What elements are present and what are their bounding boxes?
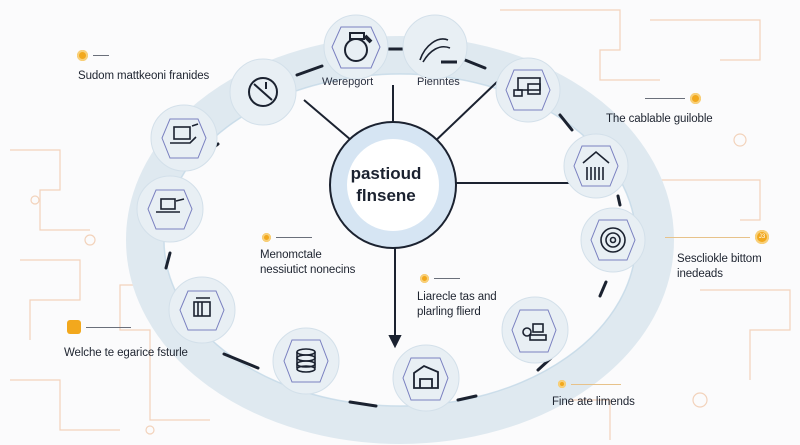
background-sketches bbox=[10, 9, 791, 440]
ring-nodes bbox=[136, 14, 646, 412]
target-gear-icon bbox=[600, 227, 626, 253]
callout-right-upper: The cablable guiloble bbox=[606, 113, 713, 125]
callout-line: Sescliokle bittom bbox=[677, 253, 762, 265]
ring-node[interactable] bbox=[580, 207, 646, 273]
callout-marker-top-left bbox=[77, 50, 109, 61]
ring-node[interactable] bbox=[136, 175, 204, 243]
ring-dot-icon bbox=[77, 50, 88, 61]
monitor-panel-icon bbox=[513, 77, 541, 97]
callout-marker-center-right bbox=[420, 274, 460, 283]
hub-inner bbox=[347, 139, 439, 231]
database-stack-icon bbox=[296, 348, 316, 373]
gear-icon bbox=[67, 320, 81, 334]
callout-rule bbox=[276, 237, 312, 238]
callout-center-left: Menomctale nessiutict nonecins bbox=[260, 248, 355, 278]
ring-node[interactable] bbox=[150, 104, 218, 172]
callout-rule bbox=[434, 278, 460, 279]
ring-node[interactable] bbox=[323, 14, 389, 80]
callout-right-mid: Sescliokle bittom inedeads bbox=[677, 252, 762, 282]
laptop-hand-icon bbox=[156, 198, 185, 213]
callout-rule bbox=[645, 98, 685, 99]
ring-node[interactable] bbox=[501, 296, 569, 364]
ring-node[interactable] bbox=[495, 57, 561, 123]
node-caption-pienntes: Pienntes bbox=[417, 76, 460, 88]
callout-rule bbox=[571, 383, 621, 385]
computer-desk-icon bbox=[170, 123, 199, 144]
callout-marker-bottom-right bbox=[558, 380, 621, 388]
callout-line: Liarecle tas and bbox=[417, 291, 497, 303]
ring-dot-icon bbox=[420, 274, 429, 283]
callout-top-left: Sudom mattkeoni franides bbox=[78, 70, 210, 82]
node-caption-werepgort: Werepgort bbox=[322, 76, 374, 88]
ring-dot-icon bbox=[558, 380, 566, 388]
wave-brush-icon bbox=[419, 38, 457, 64]
device-cluster-icon bbox=[522, 323, 547, 341]
callout-bottom-right: Fine ate limends bbox=[552, 396, 635, 408]
callout-marker-center-left bbox=[262, 233, 312, 242]
number-badge-icon: J3 bbox=[755, 230, 769, 244]
callout-marker-right-mid: J3 bbox=[665, 230, 769, 244]
ring-node[interactable] bbox=[168, 276, 236, 344]
hub-label[interactable]: pastioud flnsene bbox=[330, 163, 442, 207]
badge-icon bbox=[690, 93, 701, 104]
callout-line: Menomctale bbox=[260, 249, 322, 261]
server-box-icon bbox=[193, 297, 211, 317]
ring-node[interactable] bbox=[229, 58, 297, 126]
ring-node[interactable] bbox=[563, 133, 629, 199]
hub-line-1: pastioud bbox=[350, 164, 422, 183]
ring-node[interactable] bbox=[402, 14, 468, 80]
building-columns-icon bbox=[582, 150, 610, 180]
callout-line: plarling flierd bbox=[417, 306, 481, 318]
callout-rule bbox=[86, 326, 131, 328]
ring-node[interactable] bbox=[392, 344, 460, 412]
hub-spokes bbox=[303, 81, 570, 349]
house-frame-icon bbox=[413, 364, 439, 389]
callout-line: inedeads bbox=[677, 268, 723, 280]
no-tool-icon bbox=[248, 77, 278, 107]
ring-band bbox=[126, 36, 674, 444]
callout-center-right: Liarecle tas and plarling flierd bbox=[417, 290, 497, 320]
callout-marker-bottom-left bbox=[67, 320, 131, 334]
ring-node[interactable] bbox=[272, 327, 340, 395]
stopwatch-icon bbox=[344, 32, 373, 62]
callout-rule bbox=[93, 55, 109, 56]
hub-line-2: flnsene bbox=[356, 186, 416, 205]
callout-rule bbox=[665, 236, 750, 238]
callout-bottom-left: Welche te egarice fsturle bbox=[64, 347, 188, 359]
callout-line: nessiutict nonecins bbox=[260, 264, 356, 276]
callout-marker-right-upper bbox=[645, 93, 701, 104]
ring-dot-icon bbox=[262, 233, 271, 242]
